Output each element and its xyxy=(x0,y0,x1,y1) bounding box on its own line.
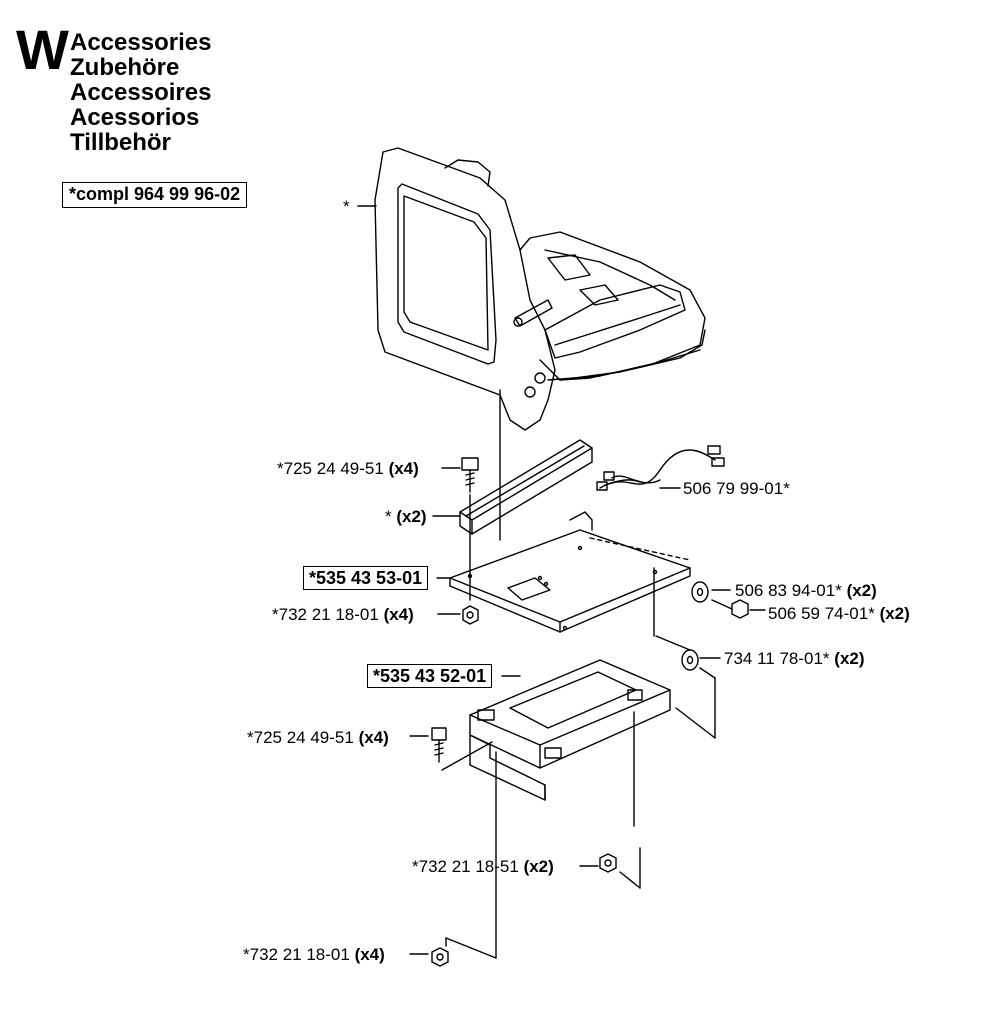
washer-a-drawing xyxy=(691,581,709,603)
callout-nut-top: *732 21 18-01 (x4) xyxy=(272,605,414,625)
plate-axis xyxy=(589,537,691,561)
nut-top-drawing xyxy=(462,605,479,625)
nut-mid-axis-2 xyxy=(619,871,641,889)
section-letter: W xyxy=(16,18,69,81)
title-pt: Acessorios xyxy=(70,104,200,131)
callout-bolt-low-qty: (x4) xyxy=(358,728,389,747)
title-fr: Accessoires xyxy=(70,79,212,106)
callout-seat: * xyxy=(343,197,350,216)
seat-plate-drawing xyxy=(449,511,691,633)
washer-b-axis xyxy=(655,635,691,651)
callout-nut-top-qty: (x4) xyxy=(383,605,414,624)
callout-rail-number: * xyxy=(385,507,392,526)
callout-nut-bot-qty: (x4) xyxy=(354,945,385,964)
callout-plate: *535 43 53-01 xyxy=(303,566,429,590)
callout-bolt-low: *725 24 49-51 (x4) xyxy=(247,728,389,748)
callout-nut-mid-qty: (x2) xyxy=(523,857,554,876)
callout-rail: * (x2) xyxy=(385,507,427,527)
washer-b-drawing xyxy=(681,649,699,671)
bolt-side-drawing xyxy=(711,599,749,619)
callout-bolt-top: *725 24 49-51 (x4) xyxy=(277,459,419,479)
callout-nut-mid: *732 21 18-51 (x2) xyxy=(412,857,554,877)
callout-bolt-side-qty: (x2) xyxy=(879,604,910,623)
callout-bolt-low-number: *725 24 49-51 xyxy=(247,728,354,747)
callout-harness: 506 79 99-01* xyxy=(683,479,790,498)
callout-washer-a-number: 506 83 94-01* xyxy=(735,581,842,600)
washer-b-axis-2 xyxy=(699,667,716,679)
callout-washer-b-number: 734 11 78-01* xyxy=(724,649,830,668)
title-en: Accessories xyxy=(70,29,212,56)
callout-bolt-side: 506 59 74-01* (x2) xyxy=(768,604,910,624)
seat-drawing xyxy=(374,147,706,431)
title-sv: Tillbehör xyxy=(70,129,171,156)
callout-nut-bot: *732 21 18-01 (x4) xyxy=(243,945,385,965)
callout-rail-qty: (x2) xyxy=(396,507,427,526)
callout-bolt-top-number: *725 24 49-51 xyxy=(277,459,384,478)
callout-washer-a-qty: (x2) xyxy=(846,581,877,600)
callout-washer-b-qty: (x2) xyxy=(834,649,865,668)
section-titles: Accessories Zubehöre Accessoires Acessor… xyxy=(70,30,211,155)
harness-drawing xyxy=(596,445,725,491)
callout-washer-b: 734 11 78-01* (x2) xyxy=(724,649,865,669)
nut-bot-axis xyxy=(445,937,497,959)
callout-nut-bot-number: *732 21 18-01 xyxy=(243,945,350,964)
rail-drawing xyxy=(459,439,593,535)
title-de: Zubehöre xyxy=(70,54,180,81)
bolt-low-axis xyxy=(441,741,493,771)
bracket-drawing xyxy=(469,659,671,801)
callout-bolt-side-number: 506 59 74-01* xyxy=(768,604,875,623)
bolt-top-drawing xyxy=(461,457,479,493)
bolt-low-drawing xyxy=(431,727,447,763)
complete-kit-label: *compl 964 99 96-02 xyxy=(62,182,248,208)
nut-mid-drawing xyxy=(599,853,617,873)
washer-b-axis-4 xyxy=(675,707,716,739)
callout-bracket: *535 43 52-01 xyxy=(367,664,493,688)
callout-bolt-top-qty: (x4) xyxy=(388,459,419,478)
callout-nut-top-number: *732 21 18-01 xyxy=(272,605,379,624)
callout-washer-a: 506 83 94-01* (x2) xyxy=(735,581,877,601)
callout-nut-mid-number: *732 21 18-51 xyxy=(412,857,519,876)
nut-bot-drawing xyxy=(431,947,449,967)
